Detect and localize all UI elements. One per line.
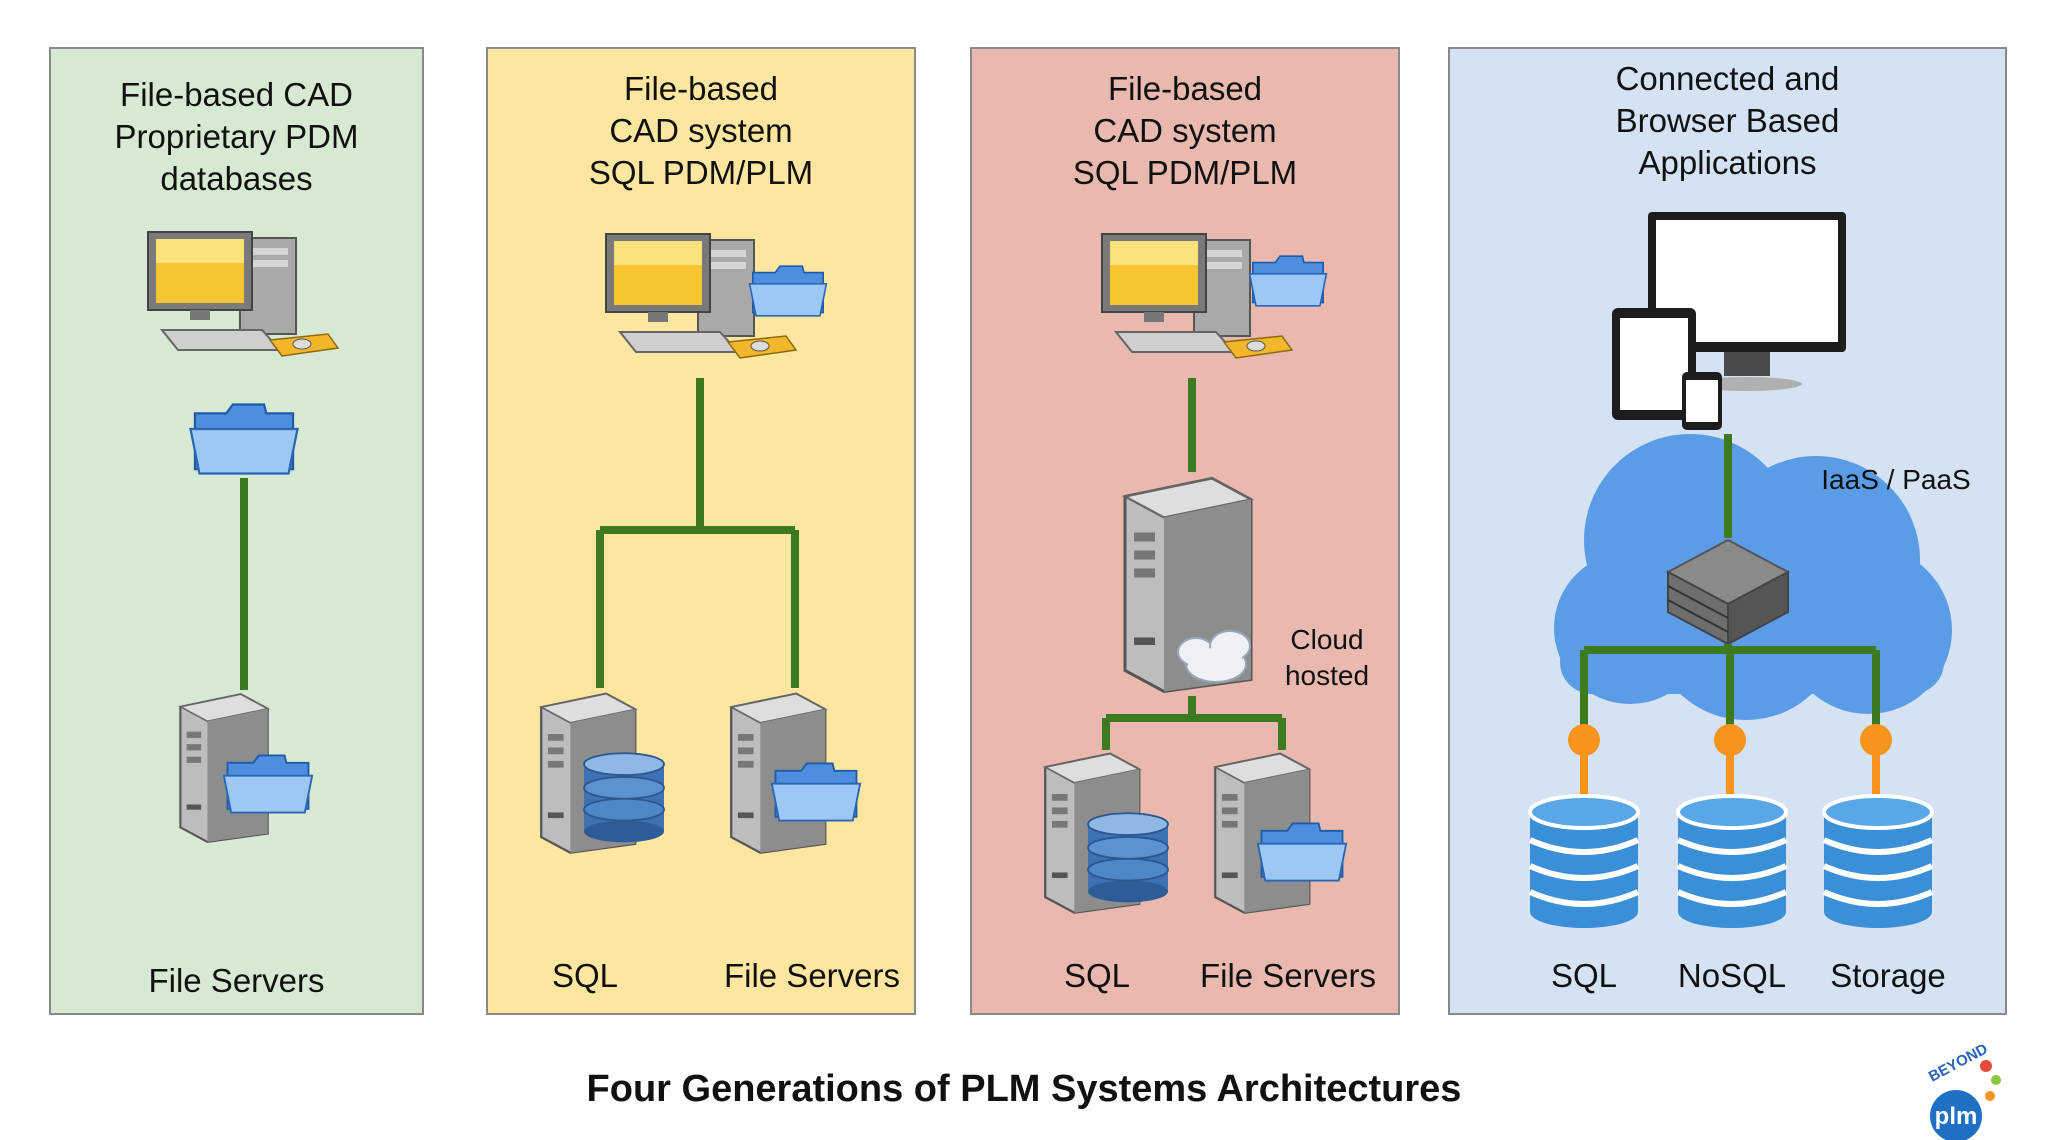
panel-gen1: [49, 47, 424, 1015]
database-icon: [583, 752, 665, 844]
connector-line: [1580, 644, 1880, 740]
desktop-computer-icon: [147, 231, 339, 357]
connector-line: [1102, 696, 1286, 750]
gen1-heading-line: databases: [160, 160, 313, 197]
database-icon: [1087, 812, 1169, 904]
network-switch-icon: [1665, 538, 1791, 646]
gen2-label-sql: SQL: [551, 957, 619, 994]
monitor-tablet-phone-icon: [1612, 212, 1846, 430]
gen3-annotation-cloud-hosted: Cloud hosted: [1272, 622, 1382, 694]
gen1-heading-line: Proprietary PDM: [114, 118, 359, 155]
gen2-heading-line: SQL PDM/PLM: [588, 154, 814, 191]
gen4-annotation-iaas-paas: IaaS / PaaS: [1821, 464, 1971, 495]
gen4-heading-line: Applications: [1638, 144, 1817, 181]
gen1-heading-line: File-based CAD: [120, 76, 353, 113]
folder-icon: [222, 754, 314, 814]
gen3-label-file-servers: File Servers: [1199, 957, 1377, 994]
gen2-label-file-servers: File Servers: [723, 957, 901, 994]
folder-icon: [1256, 822, 1348, 882]
database-icon: [1678, 796, 1786, 928]
folder-icon: [770, 762, 862, 822]
gen2-heading: File-based CAD system SQL PDM/PLM: [486, 68, 916, 194]
gen4-heading-line: Browser Based: [1615, 102, 1840, 139]
gen4-heading: Connected and Browser Based Applications: [1448, 58, 2007, 184]
gen4-label-sql: SQL: [1550, 957, 1618, 994]
gen3-annotation-line: Cloud: [1290, 624, 1364, 655]
gen4-label-storage: Storage: [1830, 957, 1946, 994]
gen4-heading-line: Connected and: [1615, 60, 1840, 97]
database-icon: [1824, 796, 1932, 928]
svg-text:plm: plm: [1935, 1103, 1978, 1130]
gen3-heading-line: CAD system: [1093, 112, 1277, 149]
gen3-heading-line: File-based: [1107, 70, 1263, 107]
gen3-label-sql: SQL: [1063, 957, 1131, 994]
gen3-annotation-line: hosted: [1284, 660, 1370, 691]
gen1-label-file-servers: File Servers: [148, 962, 325, 999]
folder-icon: [748, 265, 828, 317]
gen3-heading-line: SQL PDM/PLM: [1072, 154, 1298, 191]
cloud-icon: [1177, 630, 1251, 683]
gen3-heading: File-based CAD system SQL PDM/PLM: [970, 68, 1400, 194]
connector-line: [596, 378, 799, 688]
gen4-label-nosql: NoSQL: [1677, 957, 1787, 994]
diagram-title: Four Generations of PLM Systems Architec…: [586, 1068, 1462, 1110]
gen1-heading: File-based CAD Proprietary PDM databases: [49, 74, 424, 200]
gen2-heading-line: CAD system: [609, 112, 793, 149]
gen2-heading-line: File-based: [623, 70, 779, 107]
folder-icon: [189, 403, 299, 475]
database-icon: [1530, 796, 1638, 928]
folder-icon: [1248, 255, 1328, 307]
